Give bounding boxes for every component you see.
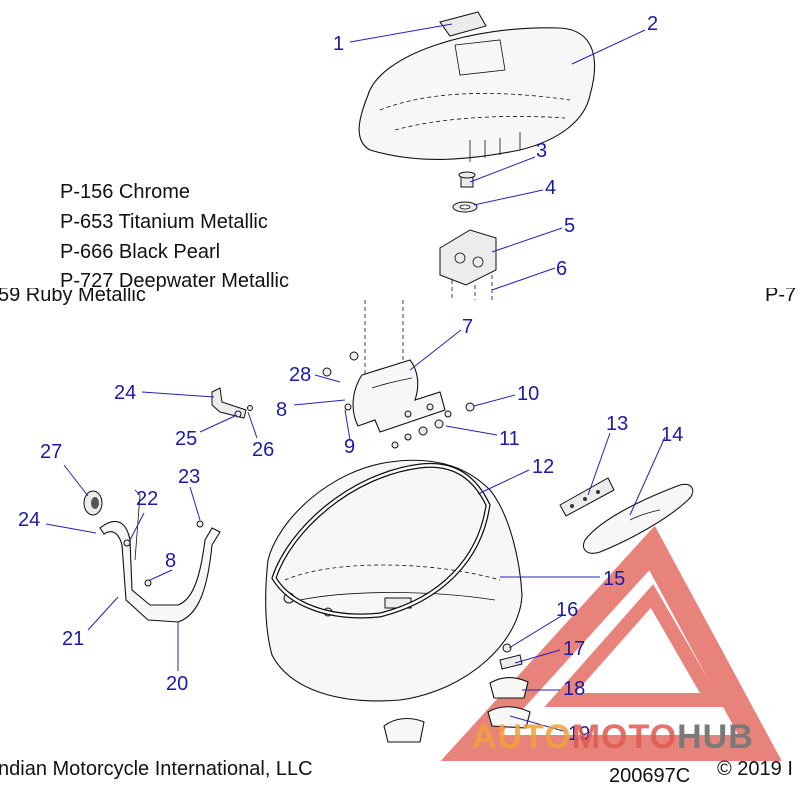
callout-20: 20 [166,673,188,695]
leader-lines [45,23,666,733]
callout-8: 8 [276,399,287,421]
assembly-guide-lines [364,275,493,400]
callout-1: 1 [333,33,344,55]
footer-drawing-number: 200697C [609,765,691,787]
lid-bolt [458,171,476,188]
callout-28: 28 [289,364,311,386]
callout-5: 5 [564,215,575,237]
clipped-paint-right: P-7 [765,288,797,306]
callout-25: 25 [175,428,197,450]
callout-14: 14 [661,424,683,446]
callout-6: 6 [556,258,567,280]
paint-code-1: P-156 Chrome [60,181,191,203]
paint-code-3: P-666 Black Pearl [60,241,221,263]
callout-10: 10 [517,383,539,405]
lid-washer [452,201,478,213]
saddlebag-lid [358,27,596,162]
lid-seal [271,462,491,619]
lock-knob [83,490,103,516]
watermark-logo [440,525,782,761]
lid-emblem [439,11,487,37]
callout-17: 17 [563,638,585,660]
callout-13: 13 [606,413,628,435]
callout-9: 9 [344,436,355,458]
callout-19: 19 [568,723,590,745]
upper-mount-bracket [211,387,253,419]
watermark-wordmark: AUTOMOTOHUB [472,718,754,757]
callout-11: 11 [499,428,520,450]
callout-8-lower: 8 [165,550,176,572]
callout-12: 12 [532,456,554,478]
callout-7: 7 [462,316,473,338]
hinge-bracket [352,359,446,433]
reflector-plate [559,477,615,517]
callout-numbers: 1 2 3 4 5 6 7 8 9 10 11 12 13 14 15 16 1… [18,13,683,745]
callout-24-lower: 24 [18,509,40,531]
callout-3: 3 [536,140,547,162]
callout-26: 26 [252,439,274,461]
callout-16: 16 [556,599,578,621]
footer-copyright: © 2019 I [717,758,793,780]
watermark-auto: AUTO [472,718,572,756]
callout-18: 18 [563,678,585,700]
callout-21: 21 [62,628,84,650]
support-rail [99,489,221,623]
callout-23: 23 [178,466,200,488]
callout-2: 2 [647,13,658,35]
callout-4: 4 [545,177,556,199]
watermark-moto: MOTO [571,718,678,756]
clipped-paint-row: 59 Ruby Metallic P-7 [0,288,800,308]
watermark-hub: HUB [677,718,754,756]
lower-hardware [383,643,531,743]
callout-22: 22 [136,488,158,510]
latch-block [439,229,497,286]
callout-24-upper: 24 [114,382,136,404]
paint-code-2: P-653 Titanium Metallic [60,211,268,233]
callout-15: 15 [603,568,625,590]
callout-27: 27 [40,441,62,463]
paint-code-4: P-727 Deepwater Metallic [60,270,289,292]
clipped-paint-left: 59 Ruby Metallic [0,288,146,306]
hinge-screws [322,351,475,449]
footer-company: ndian Motorcycle International, LLC [0,758,313,780]
